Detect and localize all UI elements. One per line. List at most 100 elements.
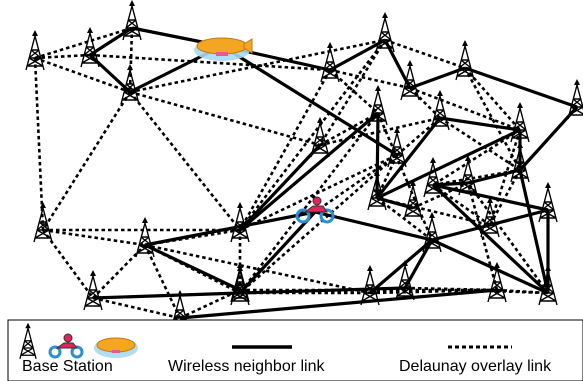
delaunay-overlay-link [439, 116, 521, 172]
legend-base-station-label: Base Station [22, 358, 113, 375]
wireless-neighbor-link [489, 208, 549, 227]
base-station-tower-icon [480, 197, 500, 238]
delaunay-overlay-link [384, 38, 466, 70]
delaunay-overlay-link [318, 39, 387, 146]
base-station-tower-icon [487, 262, 507, 303]
delaunay-overlay-link [33, 57, 45, 231]
wireless-neighbor-link [239, 286, 406, 295]
base-station-tower-icon [25, 30, 45, 71]
wireless-neighbor-link [432, 183, 549, 212]
wireless-neighbor-link [329, 38, 386, 72]
base-station-tower-icon [135, 217, 155, 258]
legend-blimp-icon [94, 337, 138, 358]
base-station-tower-icon [423, 157, 443, 198]
base-station-tower-icon [320, 42, 340, 83]
wireless-neighbor-link [376, 128, 521, 200]
base-station-tower-icon [430, 90, 450, 131]
delaunay-overlay-link [41, 91, 132, 231]
wireless-neighbor-link [221, 44, 398, 157]
legend-delaunay-label: Delaunay overlay link [399, 358, 552, 375]
delaunay-overlay-link [319, 111, 379, 147]
delaunay-overlay-link [329, 68, 411, 90]
base-station-tower-icon [83, 270, 103, 311]
wireless-neighbor-link [238, 111, 380, 232]
motorcycle-icon [295, 196, 335, 224]
delaunay-overlay-link [34, 53, 91, 60]
wireless-neighbor-link [144, 210, 316, 247]
legend-wireless-label: Wireless neighbor link [168, 358, 325, 375]
delaunay-overlay-link [329, 69, 379, 114]
base-station-tower-icon [510, 142, 530, 183]
base-station-tower-icon [360, 265, 380, 306]
delaunay-overlay-link [129, 90, 321, 147]
base-station-tower-icon [400, 60, 420, 101]
delaunay-overlay-link [238, 69, 332, 231]
delaunay-overlay-link [34, 26, 133, 60]
delaunay-overlay-link [488, 169, 522, 226]
wireless-neighbor-link [431, 238, 549, 295]
wireless-neighbor-link [238, 143, 322, 232]
wireless-neighbor-link [439, 116, 521, 132]
base-station-tower-icon [510, 102, 530, 143]
delaunay-overlay-link [466, 182, 499, 291]
delaunay-overlay-link [238, 39, 387, 231]
base-station-tower-icon [120, 64, 140, 105]
wireless-neighbor-link [314, 210, 433, 242]
base-station-tower-icon [395, 260, 415, 301]
delaunay-overlay-link [144, 243, 371, 295]
wireless-neighbor-link [144, 243, 241, 292]
wireless-neighbor-link [88, 53, 132, 94]
legend-motorcycle-icon [48, 333, 84, 359]
wireless-neighbor-link [431, 183, 550, 295]
base-station-tower-icon [367, 170, 387, 211]
base-station-tower-icon [538, 265, 558, 306]
delaunay-overlay-link [239, 154, 398, 294]
legend-base-station-icon [19, 322, 37, 359]
base-station-tower-icon [387, 127, 407, 168]
delaunay-overlay-link [41, 229, 95, 299]
legend [7, 319, 583, 381]
wireless-neighbor-link [368, 238, 434, 295]
delaunay-overlay-link [89, 53, 331, 72]
wireless-neighbor-link [238, 210, 317, 295]
delaunay-overlay-link [42, 228, 146, 247]
base-station-tower-icon [33, 202, 53, 243]
base-station-tower-icon [122, 0, 142, 41]
wireless-neighbor-link [179, 288, 498, 320]
wireless-neighbor-link [518, 169, 550, 294]
delaunay-overlay-link [466, 182, 550, 294]
delaunay-overlay-link [409, 86, 521, 132]
base-station-tower-icon [80, 27, 100, 68]
base-station-tower-icon [230, 262, 250, 303]
delaunay-overlay-link [92, 296, 181, 320]
base-station-tower-icon [458, 155, 478, 196]
base-station-tower-icon [375, 12, 395, 53]
delaunay-overlay-link [432, 128, 521, 187]
wireless-neighbor-link [464, 66, 578, 109]
base-station-tower-icon [538, 182, 558, 223]
delaunay-overlay-link [432, 183, 491, 227]
delaunay-overlay-link [404, 286, 498, 292]
base-station-tower-icon [455, 40, 475, 81]
blimp-icon [194, 37, 253, 61]
delaunay-overlay-link [319, 116, 441, 147]
base-station-tower-icon [567, 79, 583, 120]
wireless-neighbor-link [467, 168, 521, 185]
base-station-tower-icon [368, 85, 388, 126]
wireless-neighbor-link [375, 112, 380, 199]
base-station-tower-icon [310, 117, 330, 158]
base-stations [25, 0, 583, 331]
delaunay-overlay-link [128, 91, 242, 231]
delaunay-overlay-link [129, 38, 386, 94]
base-station-tower-icon [403, 180, 423, 221]
delaunay-overlay-link [143, 244, 182, 319]
wireless-neighbor-link [409, 66, 466, 90]
delaunay-overlay-link [496, 288, 549, 295]
delaunay-overlay-link [238, 112, 380, 294]
delaunay-overlay-link [128, 27, 134, 93]
base-station-tower-icon [422, 212, 442, 253]
wireless-neighbor-link [518, 105, 579, 172]
wireless-neighbor-link [92, 291, 241, 300]
wireless-neighbor-link [375, 117, 442, 199]
